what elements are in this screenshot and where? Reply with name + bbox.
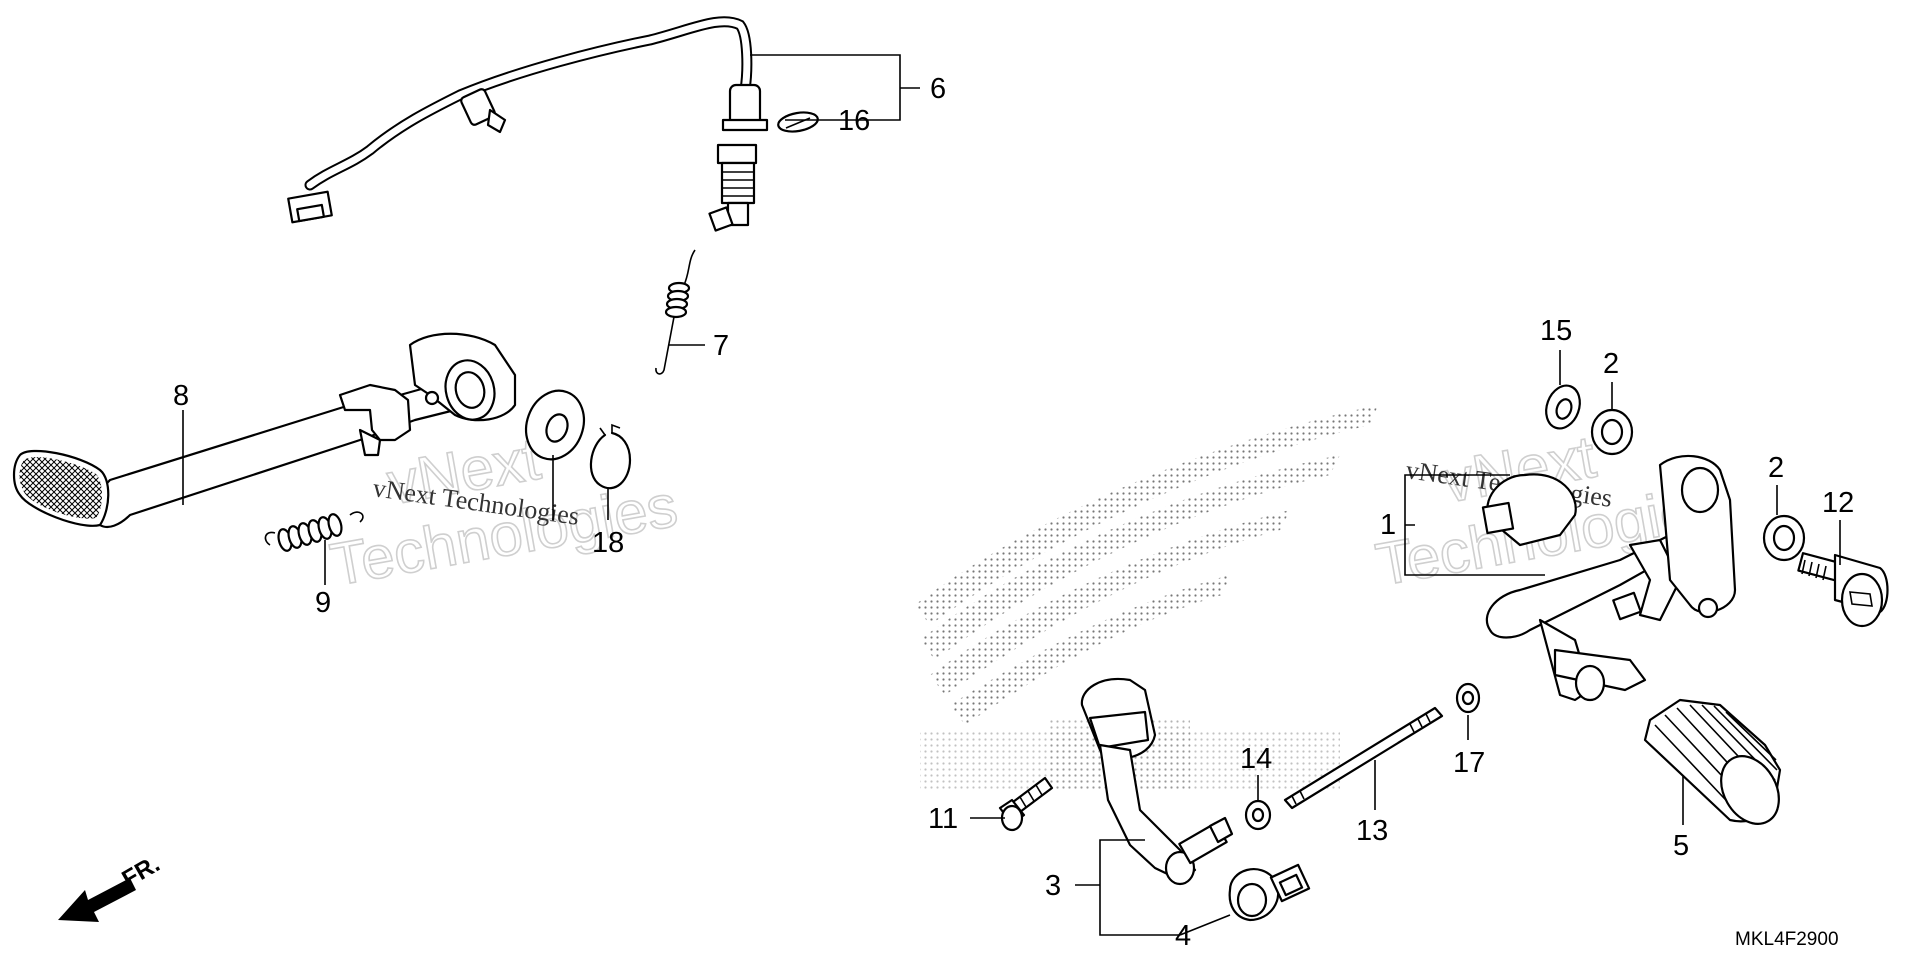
leader-lines — [182, 54, 1841, 936]
callout-13: 13 — [1356, 815, 1388, 847]
part-2-bushing-b — [1762, 514, 1806, 562]
diagram-code: MKL4F2900 — [1735, 929, 1839, 950]
part-15-washer — [1545, 384, 1581, 430]
callout-9: 9 — [315, 587, 331, 619]
part-18-circlip — [589, 423, 632, 490]
callout-5: 5 — [1673, 830, 1689, 862]
part-2-bushing-a — [1590, 408, 1634, 456]
callout-2a: 2 — [1603, 348, 1619, 380]
part-washer-left — [524, 389, 586, 461]
callout-2b: 2 — [1768, 452, 1784, 484]
part-11-bolt — [998, 776, 1054, 832]
callout-15: 15 — [1540, 315, 1572, 347]
callout-18: 18 — [592, 527, 624, 559]
callout-1: 1 — [1380, 509, 1396, 541]
callout-6: 6 — [930, 73, 946, 105]
part-3-gearshift-arm — [1080, 677, 1234, 886]
callout-3: 3 — [1045, 870, 1061, 902]
part-1-gearshift-pedal — [1481, 454, 1737, 702]
part-8-brake-pedal — [12, 332, 517, 529]
callout-12: 12 — [1822, 487, 1854, 519]
front-direction-arrow: FR. — [58, 850, 164, 922]
callout-11: 11 — [928, 803, 958, 835]
part-13-shift-rod — [1283, 706, 1444, 810]
callout-7: 7 — [713, 330, 729, 362]
callout-14: 14 — [1240, 743, 1272, 775]
part-17-nut — [1455, 682, 1481, 714]
part-7-spring — [655, 249, 696, 375]
part-4-rod-joint — [1228, 863, 1311, 922]
part-12-pivot-bolt — [1797, 552, 1889, 628]
callout-17: 17 — [1453, 747, 1485, 779]
callout-8: 8 — [173, 380, 189, 412]
callout-labels: 6 16 7 8 9 18 1 15 2 2 12 17 13 14 11 5 … — [173, 73, 1854, 952]
part-6-stop-switch-harness — [287, 16, 769, 232]
part-16-clip — [777, 111, 819, 133]
callout-16: 16 — [838, 105, 870, 137]
part-9-return-spring — [264, 511, 364, 552]
part-14-nut — [1244, 799, 1272, 831]
part-5-pedal-rubber — [1643, 698, 1782, 825]
callout-4: 4 — [1175, 920, 1191, 952]
